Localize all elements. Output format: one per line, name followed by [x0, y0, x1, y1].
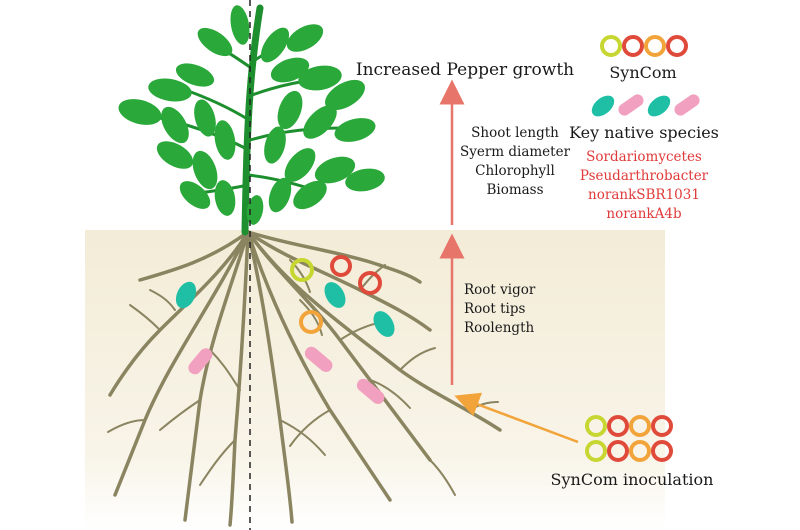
- shoot-traits: Shoot length Syerm diameter Chlorophyll …: [460, 125, 571, 198]
- orange-bacterium: [629, 415, 651, 437]
- inoculation-arrow: [454, 392, 579, 444]
- orange-bacterium: [644, 35, 666, 57]
- root-trait: Root vigor: [464, 282, 536, 298]
- pink-bacterium: [188, 348, 213, 375]
- teal-bacterium: [591, 95, 615, 117]
- species-name: Sordariomycetes: [586, 149, 702, 165]
- teal-bacterium: [373, 311, 395, 337]
- teal-bacterium: [324, 282, 346, 308]
- shoot-trait: Syerm diameter: [460, 144, 571, 160]
- shoot-trait: Biomass: [486, 182, 543, 198]
- syncom-label: SynCom: [609, 63, 676, 82]
- title: Increased Pepper growth: [356, 60, 574, 80]
- yellow-bacterium: [600, 35, 622, 57]
- species-name: norankA4b: [606, 206, 681, 222]
- root-hairs: [107, 259, 499, 496]
- red-bacterium: [622, 35, 644, 57]
- orange-bacterium: [629, 440, 651, 462]
- inoculation-label: SynCom inoculation: [551, 470, 714, 489]
- pink-bacterium: [674, 94, 700, 116]
- red-bacterium: [651, 440, 673, 462]
- key-species-label: Key native species: [569, 123, 719, 142]
- red-bacterium: [666, 35, 688, 57]
- yellow-bacterium: [585, 415, 607, 437]
- species-name: Pseudarthrobacter: [580, 168, 709, 184]
- yellow-bacterium: [290, 258, 314, 282]
- root-system: [108, 230, 502, 527]
- species-list: Sordariomycetes Pseudarthrobacter norank…: [580, 149, 709, 222]
- shoot-trait: Shoot length: [471, 125, 559, 141]
- pink-bacterium: [304, 346, 333, 372]
- red-bacterium: [358, 271, 382, 295]
- red-bacterium: [330, 255, 352, 277]
- yellow-bacterium: [585, 440, 607, 462]
- species-name: norankSBR1031: [588, 187, 700, 203]
- teal-bacterium: [175, 281, 197, 309]
- red-bacterium: [651, 415, 673, 437]
- plant-stem: [241, 4, 264, 236]
- pink-bacterium: [356, 378, 385, 404]
- root-trait: Roolength: [464, 320, 534, 336]
- syncom-legend-icons: [600, 35, 688, 57]
- orange-bacterium: [299, 310, 323, 334]
- red-bacterium: [607, 415, 629, 437]
- root-trait: Root tips: [464, 301, 526, 317]
- teal-bacterium: [647, 95, 671, 117]
- inoculation-cluster: [585, 415, 673, 462]
- native-species-legend-icons: [591, 94, 700, 117]
- shoot-trait: Chlorophyll: [475, 163, 555, 179]
- leaves: [118, 5, 385, 225]
- root-traits: Root vigor Root tips Roolength: [464, 282, 536, 336]
- pink-bacterium: [618, 94, 644, 116]
- root-bacteria: [175, 255, 395, 404]
- red-bacterium: [607, 440, 629, 462]
